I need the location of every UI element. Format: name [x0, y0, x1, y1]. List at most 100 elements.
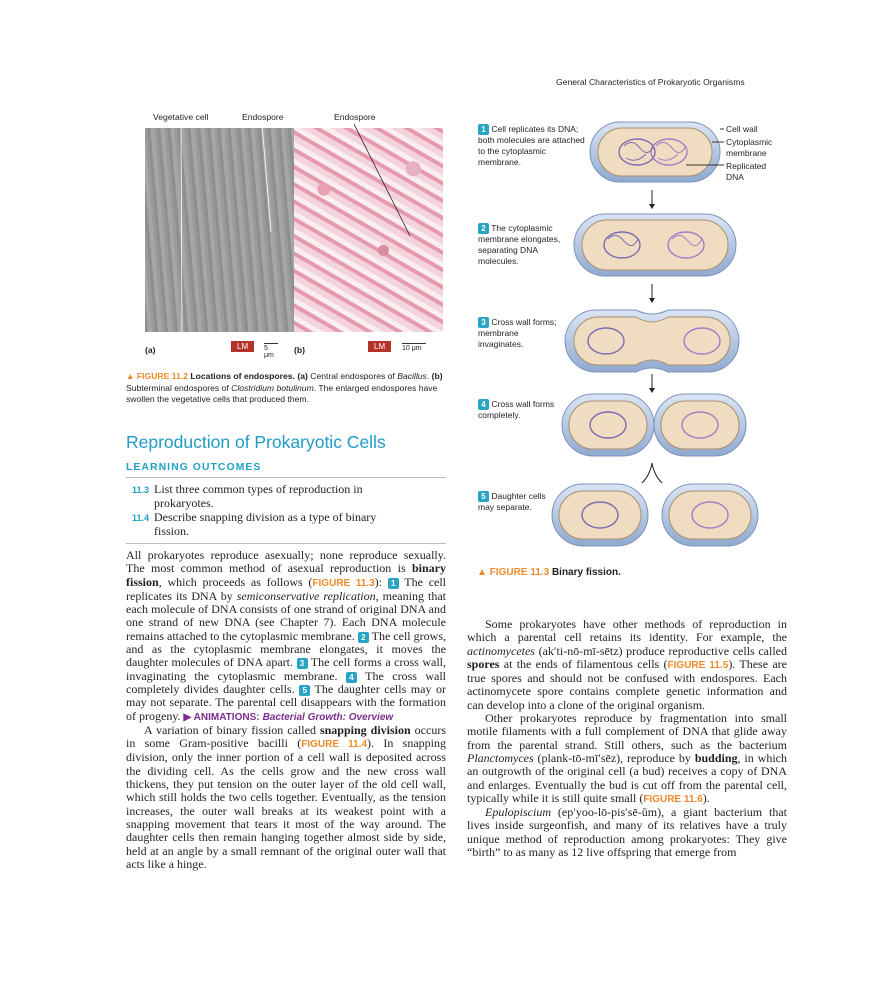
caption-end: . The enlarged endospores have swollen t… — [126, 382, 438, 405]
step-badge: 4 — [478, 399, 489, 410]
step-badge: 3 — [478, 317, 489, 328]
scale-bar-b: 10 μm — [402, 343, 426, 352]
leader-lines — [180, 123, 411, 333]
caption-a: Central endospores of — [310, 371, 395, 381]
text: , which proceeds as follows ( — [158, 574, 313, 589]
lo-text: Describe snapping division as a type of … — [154, 510, 377, 538]
lo-text: List three common types of reproduction … — [154, 482, 363, 510]
step-text: Cell replicates its DNA; both molecules … — [478, 124, 585, 167]
step-badge: 5 — [478, 491, 489, 502]
lm-badge-b: LM — [368, 341, 392, 352]
term-italic: Epulopiscium — [485, 805, 551, 820]
micrograph-clostridium — [294, 128, 443, 332]
panel-b-label: (b) — [294, 345, 305, 355]
figure-link[interactable]: FIGURE 11.6 — [643, 793, 703, 805]
label-cytoplasmic-membrane: Cytoplasmic membrane — [726, 137, 773, 158]
text: The cross wall completely divides daught… — [126, 668, 446, 696]
caption-a-genus: Bacillus — [397, 371, 427, 381]
text: A variation of binary fission called — [144, 722, 320, 737]
term-italic: semiconservative replication — [236, 588, 376, 603]
figure-link[interactable]: FIGURE 11.3 — [312, 577, 375, 589]
figure-11-2-caption: ▲ FIGURE 11.2 Locations of endospores. (… — [126, 371, 443, 405]
paragraph: Other prokaryotes reproduce by fragmenta… — [467, 711, 787, 806]
term: budding — [694, 750, 738, 765]
term: snapping division — [319, 722, 411, 737]
body-right: Some prokaryotes have other methods of r… — [467, 617, 787, 859]
step-text: Cross wall forms completely. — [478, 399, 555, 420]
term-italic: actinomycetes — [467, 643, 535, 658]
figure-link[interactable]: FIGURE 11.5 — [667, 659, 729, 671]
figure-link[interactable]: FIGURE 11.4 — [301, 739, 368, 751]
cell-stage-2 — [573, 213, 737, 277]
panel-a-label: (a) — [145, 345, 156, 355]
text: The cell replicates its DNA by — [126, 574, 447, 603]
step-badge: 1 — [478, 124, 489, 135]
cell-stage-5 — [551, 483, 759, 547]
text: occurs in some Gram-positive bacilli ( — [126, 722, 446, 751]
animations-link[interactable]: ▶ ANIMATIONS: — [183, 711, 260, 723]
term: spores — [467, 656, 500, 671]
paragraph: All prokaryotes reproduce asexually; non… — [126, 548, 447, 724]
term: binary fission — [126, 561, 446, 589]
figure-11-2: Vegetative cell Endospore Endospore (a) … — [126, 112, 446, 362]
label-replicated-dna: Replicated DNA — [726, 161, 767, 182]
text: ). In snapping division, only the inner … — [126, 736, 447, 871]
fission-step-4: 4 Cross wall forms completely. — [478, 399, 558, 421]
caption-b-label: (b) — [431, 371, 443, 381]
figure-tag: ▲ FIGURE 11.3 — [477, 567, 550, 578]
text: (ak′ti-nō-mī-sētz) produce reproductive … — [534, 643, 787, 658]
step-badge: 2 — [478, 223, 489, 234]
text: Some prokaryotes have other methods of r… — [467, 617, 787, 645]
fission-step-1: 1 Cell replicates its DNA; both molecule… — [478, 124, 588, 168]
step-text: Cross wall forms; membrane invaginates. — [478, 317, 557, 349]
caption-b-genus: Clostridium botulinum — [231, 382, 314, 393]
step-badge: 3 — [296, 658, 308, 670]
label-vegetative-cell: Vegetative cell — [153, 112, 209, 122]
cell-stage-3 — [564, 309, 740, 373]
animation-title-link[interactable]: Bacterial Growth: Overview — [262, 711, 394, 723]
step-badge: 5 — [299, 684, 311, 696]
text: , meaning that each molecule of DNA cons… — [126, 588, 446, 643]
text: The cell forms a cross wall, invaginatin… — [126, 655, 446, 683]
text: ). — [702, 790, 710, 805]
caption-a-label: (a) — [297, 371, 308, 381]
running-header: General Characteristics of Prokaryotic O… — [556, 77, 745, 87]
fission-step-3: 3 Cross wall forms; membrane invaginates… — [478, 317, 558, 350]
label-endospore-b: Endospore — [334, 112, 376, 122]
step-text: The cytoplasmic membrane elongates, sepa… — [478, 223, 561, 266]
fission-step-5: 5 Daughter cells may separate. — [478, 491, 558, 513]
paragraph: Epulopiscium (ep′yoo-lō-pis′sē-ŭm), a gi… — [467, 806, 787, 859]
scale-bar-a: 5 μm — [264, 343, 278, 359]
learning-outcome-item: 11.3 List three common types of reproduc… — [132, 482, 446, 510]
text: The cell grows, and as the cytoplasmic m… — [126, 628, 446, 670]
text: (ep′yoo-lō-pis′sē-ŭm), a giant bacterium… — [467, 805, 787, 860]
learning-outcomes-title: LEARNING OUTCOMES — [126, 461, 262, 473]
section-title: Reproduction of Prokaryotic Cells — [126, 432, 386, 452]
figure-tag: ▲ FIGURE 11.2 — [126, 371, 188, 381]
text: ): — [374, 574, 388, 589]
binary-fission-diagram — [551, 121, 759, 547]
text: Other prokaryotes reproduce by fragmenta… — [467, 711, 787, 752]
figure-11-3: 1 Cell replicates its DNA; both molecule… — [474, 118, 794, 558]
term-italic: Planctomyces — [467, 750, 534, 765]
learning-outcome-item: 11.4 Describe snapping division as a typ… — [132, 510, 446, 538]
body-left: All prokaryotes reproduce asexually; non… — [126, 548, 447, 871]
text: ). These are true spores and should not … — [467, 656, 787, 712]
cell-stage-1 — [589, 121, 721, 183]
step-text: Daughter cells may separate. — [478, 491, 546, 512]
figure-title: Binary fission. — [551, 567, 621, 578]
lo-number: 11.3 — [132, 485, 150, 495]
text: (plank-tō-mī′sēz), reproduce by — [533, 750, 695, 765]
paragraph: Some prokaryotes have other methods of r… — [467, 617, 787, 712]
lm-badge-a: LM — [231, 341, 255, 352]
caption-b: Subterminal endospores of — [126, 382, 229, 393]
step-badge: 4 — [345, 671, 357, 683]
text: All prokaryotes reproduce asexually; non… — [126, 548, 446, 576]
figure-title: Locations of endospores. — [190, 371, 295, 381]
text: , in which an outgrowth of the original … — [467, 750, 787, 805]
text: at the ends of filamentous cells ( — [499, 656, 668, 671]
label-cell-wall: Cell wall — [726, 124, 758, 134]
cell-stage-4 — [561, 393, 747, 457]
fission-step-2: 2 The cytoplasmic membrane elongates, se… — [478, 223, 578, 267]
label-endospore-a: Endospore — [242, 112, 284, 122]
